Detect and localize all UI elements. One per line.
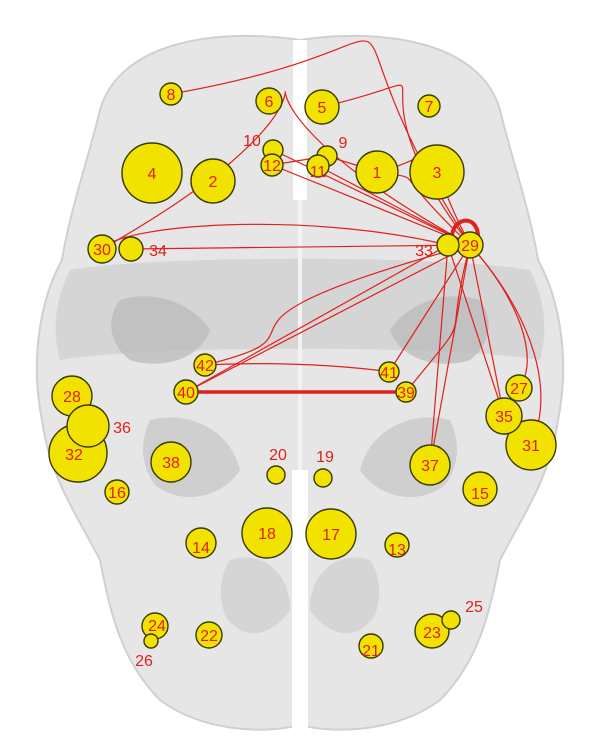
node-label-10: 10 bbox=[243, 133, 261, 150]
node-14 bbox=[185, 527, 217, 559]
node-label-15: 15 bbox=[471, 486, 489, 503]
node-label-37: 37 bbox=[421, 458, 439, 475]
brain-background bbox=[35, 35, 565, 731]
node-label-41: 41 bbox=[380, 365, 398, 382]
node-17 bbox=[305, 508, 357, 560]
node-label-14: 14 bbox=[192, 540, 210, 557]
node-label-35: 35 bbox=[495, 409, 513, 426]
node-15 bbox=[462, 471, 498, 507]
node-label-28: 28 bbox=[63, 389, 81, 406]
node-20 bbox=[266, 465, 286, 485]
node-3 bbox=[409, 144, 465, 200]
node-label-11: 11 bbox=[310, 164, 327, 181]
node-label-31: 31 bbox=[522, 438, 540, 455]
node-13 bbox=[384, 532, 410, 558]
node-22 bbox=[195, 621, 223, 649]
node-27 bbox=[505, 374, 533, 402]
edge-33-40 bbox=[185, 244, 449, 393]
node-33 bbox=[436, 233, 460, 257]
node-label-24: 24 bbox=[148, 618, 166, 635]
node-label-36: 36 bbox=[113, 420, 131, 437]
edge-29-12 bbox=[271, 164, 471, 246]
node-label-23: 23 bbox=[423, 625, 441, 642]
node-label-30: 30 bbox=[93, 242, 111, 259]
node-5 bbox=[304, 89, 340, 125]
node-label-22: 22 bbox=[200, 628, 218, 645]
edge-33-35 bbox=[447, 244, 505, 417]
node-label-33: 33 bbox=[415, 243, 433, 260]
edge-29-37 bbox=[429, 244, 471, 466]
node-7 bbox=[417, 94, 441, 118]
edge-33-30 bbox=[101, 223, 449, 250]
node-label-18: 18 bbox=[258, 526, 276, 543]
node-label-32: 32 bbox=[65, 447, 83, 464]
node-35 bbox=[485, 397, 523, 435]
node-1 bbox=[355, 150, 399, 194]
node-label-38: 38 bbox=[162, 455, 180, 472]
node-label-29: 29 bbox=[461, 238, 479, 255]
node-label-3: 3 bbox=[433, 165, 442, 182]
node-label-4: 4 bbox=[148, 166, 157, 183]
edge-33-37 bbox=[429, 244, 449, 466]
node-label-17: 17 bbox=[322, 527, 340, 544]
edge-29-40 bbox=[185, 244, 471, 393]
node-12 bbox=[260, 153, 284, 177]
node-label-20: 20 bbox=[269, 447, 287, 464]
node-36 bbox=[66, 404, 110, 448]
node-19 bbox=[313, 468, 333, 488]
node-label-1: 1 bbox=[373, 165, 382, 182]
node-label-26: 26 bbox=[135, 653, 153, 670]
node-label-8: 8 bbox=[167, 87, 176, 104]
node-41 bbox=[378, 361, 400, 383]
node-40 bbox=[173, 379, 199, 405]
node-label-21: 21 bbox=[362, 643, 380, 660]
node-34 bbox=[118, 236, 144, 262]
node-25 bbox=[441, 610, 461, 630]
node-11 bbox=[306, 154, 330, 178]
node-label-6: 6 bbox=[265, 94, 274, 111]
node-label-34: 34 bbox=[149, 243, 167, 260]
node-label-9: 9 bbox=[339, 135, 348, 152]
node-26 bbox=[143, 633, 159, 649]
node-23 bbox=[414, 613, 450, 649]
node-2 bbox=[190, 158, 236, 204]
node-label-13: 13 bbox=[388, 542, 406, 559]
node-label-40: 40 bbox=[177, 385, 195, 402]
node-label-16: 16 bbox=[108, 485, 126, 502]
node-6 bbox=[255, 87, 283, 115]
edge-layer bbox=[101, 40, 542, 466]
node-label-42: 42 bbox=[196, 358, 214, 375]
node-label-5: 5 bbox=[318, 100, 327, 117]
node-30 bbox=[87, 234, 117, 264]
edge-29-41 bbox=[388, 244, 471, 373]
node-42 bbox=[193, 353, 217, 377]
node-8 bbox=[159, 82, 183, 106]
edge-29-42 bbox=[204, 244, 471, 366]
node-37 bbox=[409, 444, 451, 486]
edge-29-8 bbox=[170, 40, 471, 246]
node-label-2: 2 bbox=[209, 174, 218, 191]
node-39 bbox=[395, 381, 417, 403]
edge-29-10 bbox=[272, 149, 471, 246]
node-4 bbox=[121, 142, 183, 204]
node-label-27: 27 bbox=[510, 381, 528, 398]
node-21 bbox=[358, 633, 384, 659]
edge-29-34 bbox=[130, 244, 471, 250]
node-label-7: 7 bbox=[425, 99, 434, 116]
node-16 bbox=[104, 479, 130, 505]
node-label-19: 19 bbox=[316, 449, 334, 466]
node-38 bbox=[150, 441, 192, 483]
edge-29-35 bbox=[469, 244, 505, 417]
node-label-39: 39 bbox=[397, 385, 415, 402]
node-18 bbox=[241, 507, 293, 559]
edge-29-11 bbox=[317, 165, 471, 246]
node-label-12: 12 bbox=[263, 158, 281, 175]
node-31 bbox=[505, 419, 557, 471]
node-label-25: 25 bbox=[465, 599, 483, 616]
